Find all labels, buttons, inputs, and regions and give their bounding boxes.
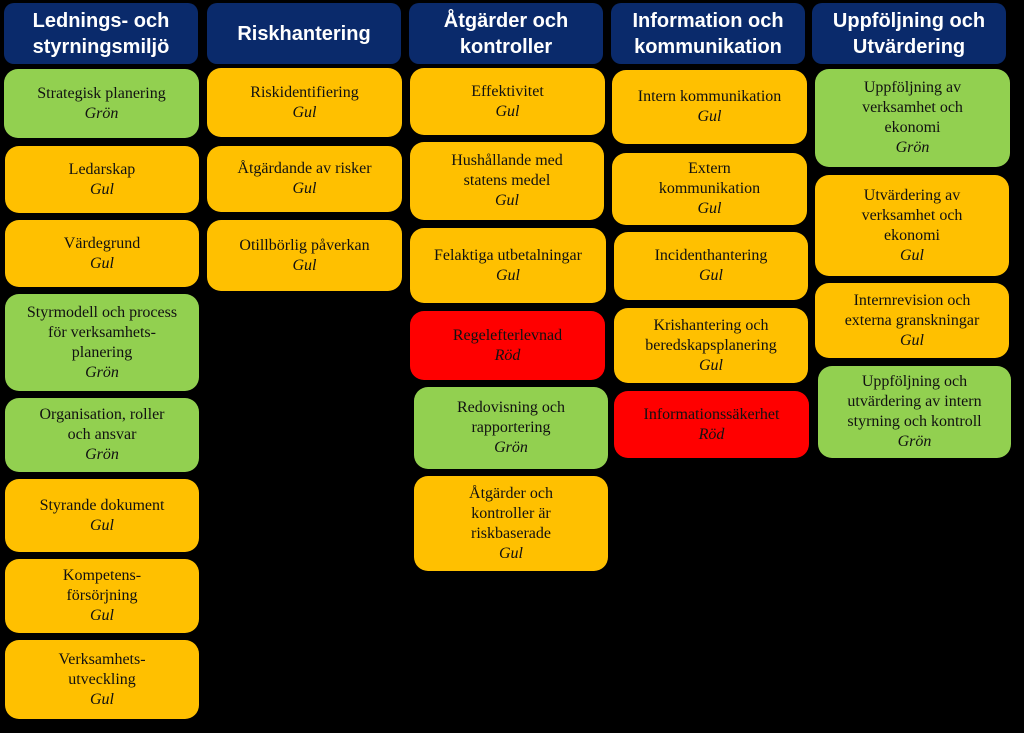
- area-status: Gul: [292, 256, 317, 274]
- area-name: Ledarskap: [68, 160, 136, 178]
- area-name: Uppföljning av verksamhet och ekonomi: [862, 79, 963, 136]
- area-status: Gul: [699, 356, 723, 374]
- area-status: Gul: [90, 690, 114, 708]
- area-name: Organisation, roller och ansvar: [39, 406, 165, 443]
- area-name: Åtgärder och kontroller är riskbaserade: [469, 484, 553, 542]
- area-status: Gul: [495, 192, 519, 209]
- area-name: Verksamhets- utveckling: [58, 650, 146, 688]
- area-name: Hushållande med statens medel: [451, 152, 563, 189]
- column-header-atgarder: Åtgärder och kontroller: [409, 3, 603, 64]
- area-name: Felaktiga utbetalningar: [434, 246, 582, 264]
- column-header-information: Information och kommunikation: [611, 3, 805, 64]
- area-name: Otillbörlig påverkan: [239, 236, 370, 254]
- area-status: Grön: [897, 433, 932, 450]
- area-name: Styrande dokument: [39, 496, 165, 514]
- area-name: Strategisk planering: [37, 84, 166, 102]
- area-name: Värdegrund: [63, 234, 141, 252]
- area-status: Gul: [900, 246, 924, 264]
- area-status: Gul: [499, 544, 523, 562]
- area-name: Redovisning och rapportering: [457, 399, 565, 436]
- column-header-ledning: Lednings- och styrningsmiljö: [4, 3, 198, 64]
- area-status: Gul: [90, 516, 114, 534]
- area-name: Intern kommunikation: [637, 88, 782, 105]
- area-name: Regelefterlevnad: [452, 326, 563, 344]
- area-name: Informationssäkerhet: [643, 405, 780, 423]
- column-header-uppfoljning: Uppföljning och Utvärdering: [812, 3, 1006, 64]
- area-name: Extern kommunikation: [658, 160, 761, 197]
- area-name: Utvärdering av verksamhet och ekonomi: [861, 186, 963, 244]
- area-status: Grön: [85, 446, 119, 463]
- area-status: Gul: [90, 180, 114, 198]
- area-box: Uppföljning och utvärdering av intern st…: [818, 366, 1011, 458]
- area-status: Gul: [699, 267, 723, 284]
- area-status: Gul: [292, 180, 317, 197]
- area-status: Grön: [84, 104, 119, 122]
- area-status: Gul: [496, 266, 520, 284]
- area-name: Styrmodell och process för verksamhets- …: [26, 303, 178, 361]
- area-status: Grön: [895, 139, 930, 156]
- area-name: Kompetens- försörjning: [62, 567, 142, 604]
- area-status: Gul: [697, 200, 722, 217]
- area-status: Röd: [494, 346, 521, 364]
- area-name: Internrevision och externa granskningar: [844, 291, 980, 329]
- area-name: Krishantering och beredskapsplanering: [645, 316, 777, 354]
- area-status: Gul: [292, 103, 317, 121]
- area-status: Gul: [90, 607, 114, 624]
- area-name: Incidenthantering: [654, 247, 768, 264]
- area-status: Gul: [90, 254, 114, 272]
- area-status: Gul: [900, 331, 924, 349]
- area-name: Uppföljning och utvärdering av intern st…: [847, 373, 982, 430]
- area-status: Grön: [494, 439, 528, 456]
- area-status: Röd: [698, 425, 725, 443]
- area-name: Effektivitet: [471, 82, 544, 100]
- area-name: Riskidentifiering: [250, 83, 359, 101]
- area-status: Grön: [85, 363, 119, 381]
- area-name: Åtgärdande av risker: [237, 160, 372, 177]
- area-status: Gul: [697, 108, 722, 125]
- area-box: Styrmodell och process för verksamhets- …: [5, 294, 199, 391]
- area-status: Gul: [495, 102, 520, 120]
- column-header-riskhantering: Riskhantering: [207, 3, 401, 64]
